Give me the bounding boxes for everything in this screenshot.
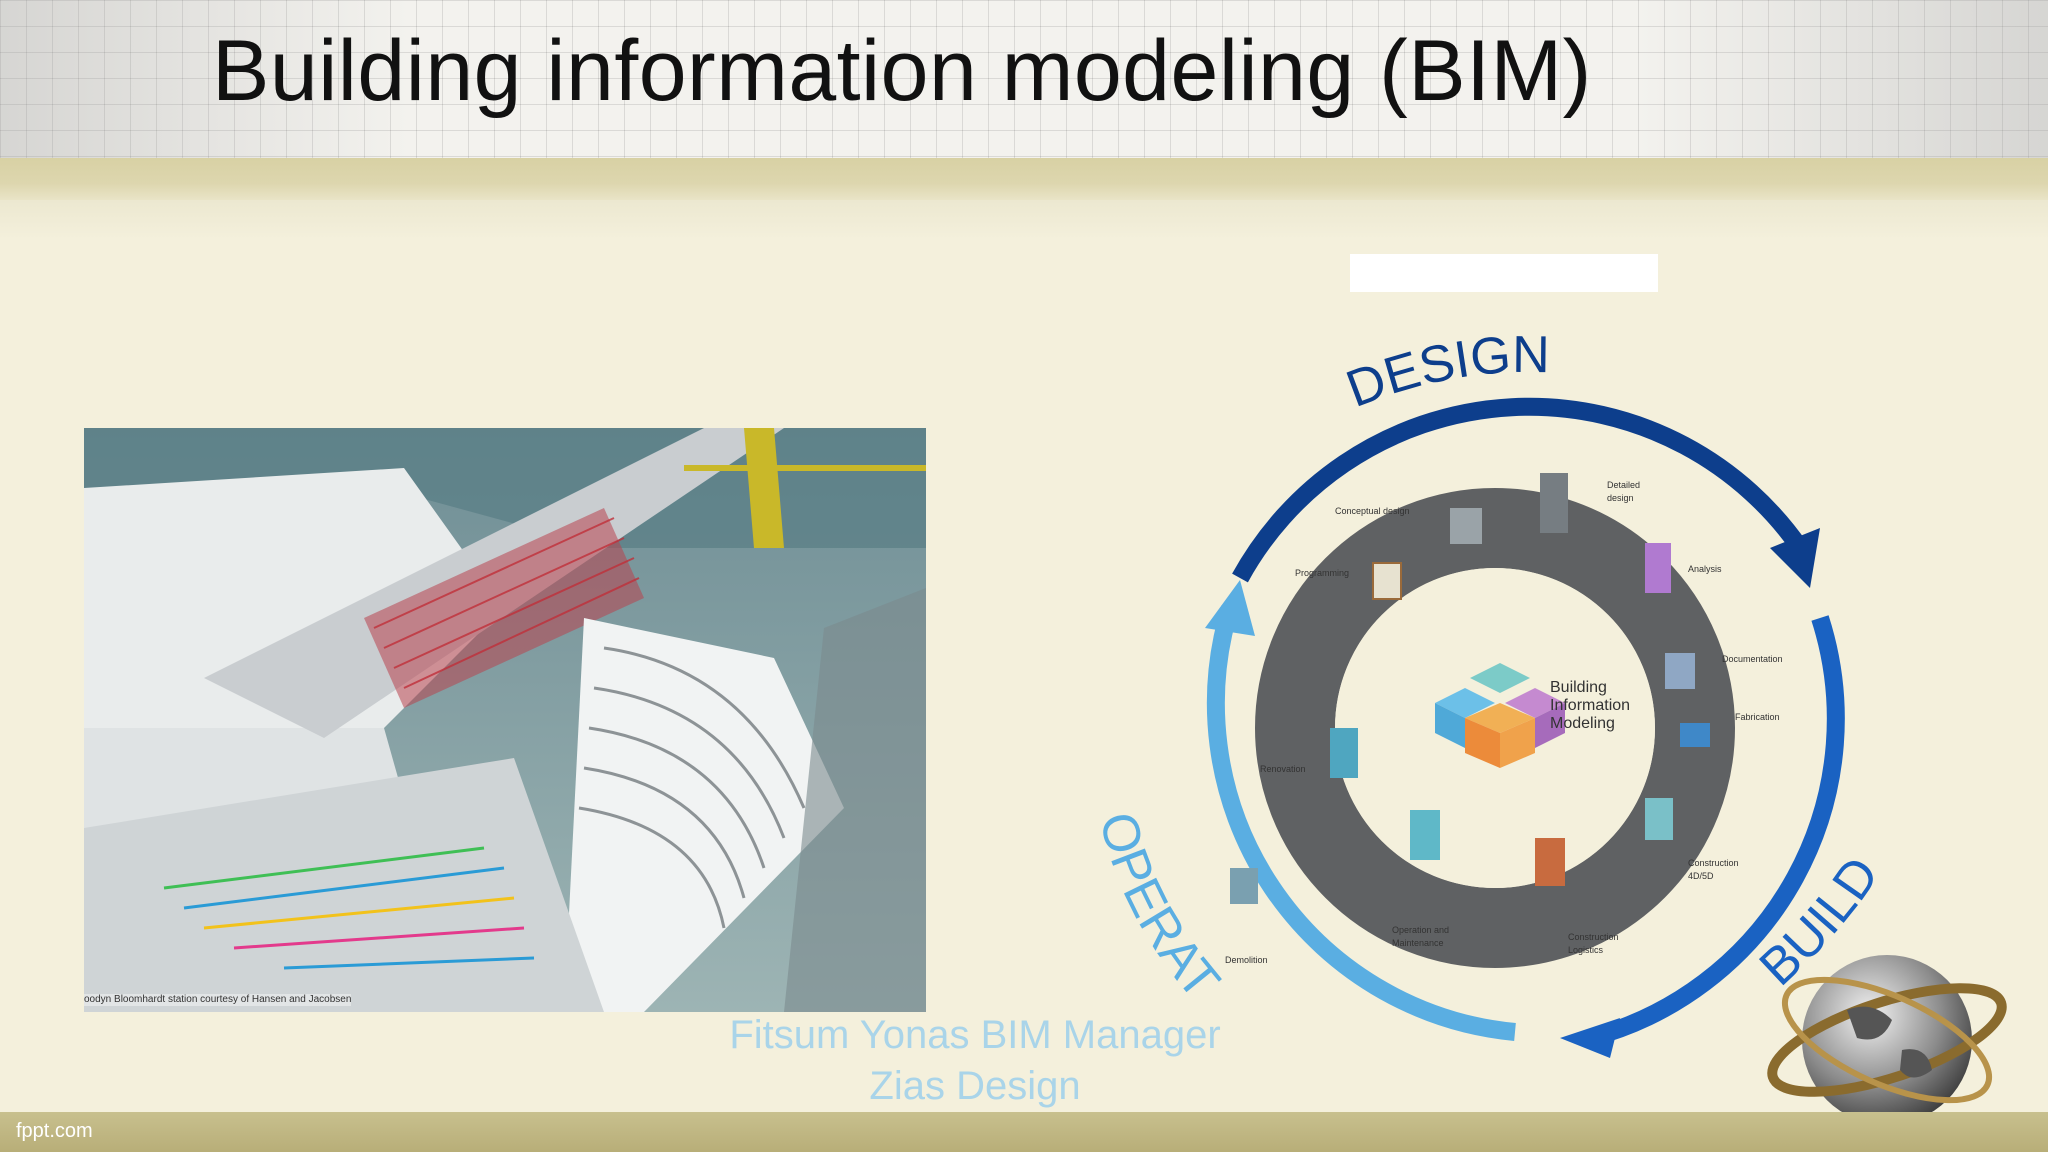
photo-credit: oodyn Bloomhardt station courtesy of Han…: [84, 994, 352, 1006]
header-band: [0, 0, 2048, 158]
slide-title: Building information modeling (BIM): [212, 23, 1592, 119]
stage-fabrication: Fabrication: [1735, 712, 1780, 722]
design-arrow: [1232, 397, 1808, 583]
bim-building-illustration: [84, 428, 926, 1012]
stage-analysis: Analysis: [1688, 564, 1722, 574]
build-arrow: [1587, 615, 1845, 1047]
stage-demolition: Demolition: [1225, 955, 1268, 965]
bim-building-photo: oodyn Bloomhardt station courtesy of Han…: [84, 428, 926, 1012]
stage-icons: [1230, 473, 1710, 904]
center-title-line3: Modeling: [1550, 715, 1615, 732]
operate-arrowhead: [1205, 580, 1255, 636]
design-arrowhead: [1770, 528, 1820, 588]
stage-detailed-design-line1: Detailed: [1607, 480, 1640, 490]
globe-icon: [1767, 955, 2007, 1125]
title-rule: [0, 158, 2048, 200]
stage-logistics-line2: Logistics: [1568, 945, 1604, 955]
stage-operation-line1: Operation and: [1392, 925, 1449, 935]
stage-renovation: Renovation: [1260, 764, 1306, 774]
operate-arrow: [1206, 605, 1516, 1041]
operate-label: OPERATE: [1080, 318, 1231, 1010]
build-arrowhead: [1560, 1018, 1620, 1058]
center-title-line1: Building: [1550, 679, 1607, 696]
bim-cube-icon: [1435, 663, 1565, 768]
stage-logistics-line1: Construction: [1568, 932, 1619, 942]
presenter-name: Fitsum Yonas BIM Manager: [729, 1013, 1221, 1057]
title-rule-shadow: [0, 200, 2048, 240]
stage-construction-4d-line1: Construction: [1688, 858, 1739, 868]
stage-operation-line2: Maintenance: [1392, 938, 1444, 948]
brand-watermark: fppt.com: [16, 1120, 93, 1142]
stage-construction-4d-line2: 4D/5D: [1688, 871, 1714, 881]
stage-programming: Programming: [1295, 568, 1349, 578]
stage-detailed-design-line2: design: [1607, 493, 1634, 503]
stage-conceptual-design: Conceptual design: [1335, 506, 1410, 516]
company-name: Zias Design: [869, 1064, 1081, 1108]
bottom-bar: [0, 1112, 2048, 1152]
bim-lifecycle-diagram: DESIGN OPERATE BUILD Building Informatio…: [1080, 318, 1891, 1058]
blank-label-box: [1350, 254, 1658, 292]
stage-documentation: Documentation: [1722, 654, 1783, 664]
center-title-line2: Information: [1550, 697, 1630, 714]
